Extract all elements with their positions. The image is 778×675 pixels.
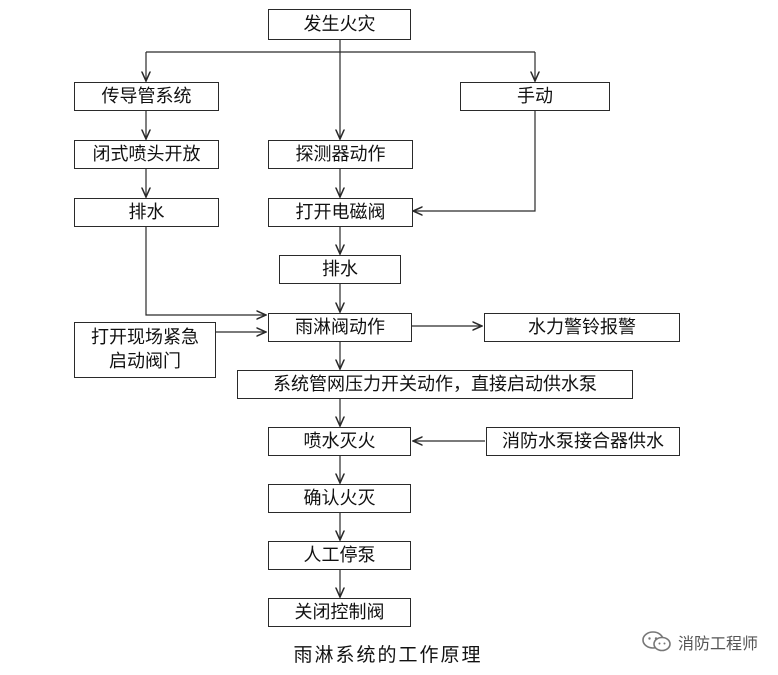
node-manual: 手动 <box>460 82 610 111</box>
node-drain-center: 排水 <box>279 255 401 284</box>
node-spray: 喷水灭火 <box>268 427 411 456</box>
node-emergency-valve: 打开现场紧急 启动阀门 <box>74 322 216 378</box>
node-pump-adapter: 消防水泵接合器供水 <box>486 427 680 456</box>
node-drain-left: 排水 <box>74 198 219 227</box>
node-close-control-valve: 关闭控制阀 <box>268 598 411 627</box>
node-pressure-switch: 系统管网压力开关动作，直接启动供水泵 <box>237 370 633 399</box>
node-stop-pump: 人工停泵 <box>268 541 411 570</box>
watermark: 消防工程师 <box>642 630 758 654</box>
node-closed-sprinkler: 闭式喷头开放 <box>74 140 219 169</box>
node-detector: 探测器动作 <box>268 140 413 169</box>
watermark-text: 消防工程师 <box>677 634 758 653</box>
node-open-solenoid-valve: 打开电磁阀 <box>268 198 413 227</box>
node-alarm-bell: 水力警铃报警 <box>484 313 680 342</box>
node-deluge-valve: 雨淋阀动作 <box>268 313 412 342</box>
edge-manual-to-solenoid <box>413 111 536 211</box>
wechat-icon <box>642 631 671 652</box>
edge-leftdrain-to-deluge <box>145 227 266 315</box>
node-confirm-extinguished: 确认火灭 <box>268 484 411 513</box>
node-transmission-pipe: 传导管系统 <box>74 82 219 111</box>
diagram-caption: 雨淋系统的工作原理 <box>293 644 483 666</box>
node-fire: 发生火灾 <box>268 9 411 40</box>
